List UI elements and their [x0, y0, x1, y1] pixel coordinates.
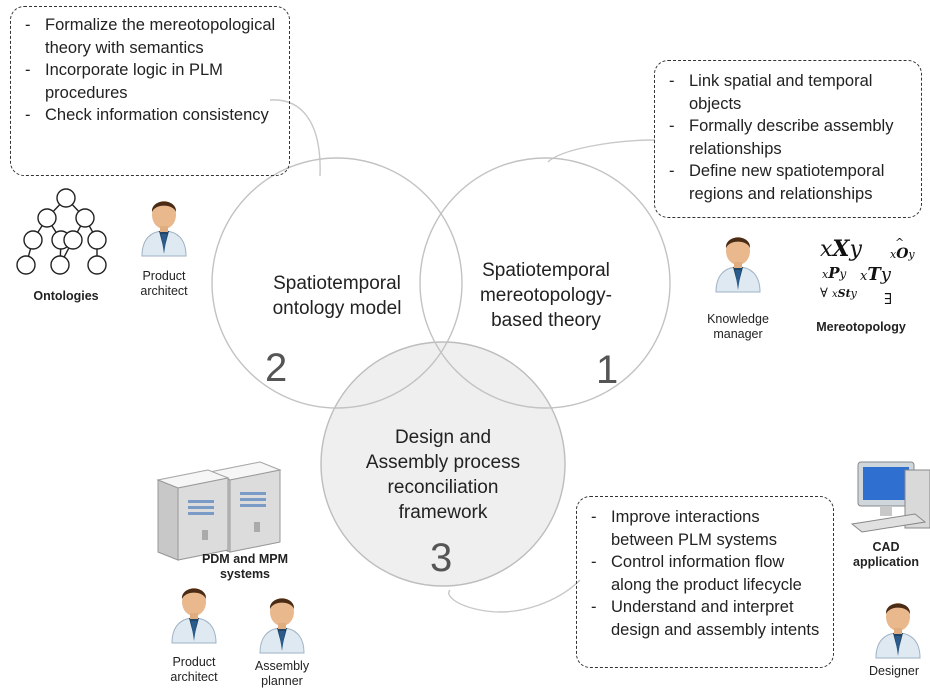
symbol-part: O: [896, 246, 909, 262]
server-front-icon: [157, 469, 229, 561]
symbol-part: y: [908, 248, 915, 261]
label-line: PDM and MPM: [201, 552, 289, 566]
symbol-hat: ^: [895, 236, 905, 249]
symbol-forall-xSty: ∀ xSty: [820, 286, 857, 301]
callout-ontology-item: Check information consistency: [19, 104, 281, 127]
designer-icon: [875, 602, 921, 659]
product-architect-bottom-label: Product architect: [154, 655, 234, 685]
circle-framework: [320, 341, 566, 587]
symbol-part: y: [849, 237, 862, 262]
circle-ontology: [211, 157, 463, 409]
mereotopology-symbols: xXy ^ xOy xPy xTy ∀ xSty ∃: [818, 236, 928, 316]
label-line: architect: [170, 670, 218, 684]
callout-framework: Improve interactions between PLM systems…: [576, 496, 834, 668]
callout-ontology: Formalize the mereotopological theory wi…: [10, 6, 290, 176]
cad-application-label: CAD application: [842, 540, 930, 570]
connector-mereotopology: [547, 139, 656, 163]
symbol-part: y: [850, 287, 857, 300]
label-line: Assembly: [254, 659, 310, 673]
circle-mereotopology-title-line: based theory: [491, 310, 601, 331]
product-architect-top-icon: [141, 200, 187, 257]
label-line: Product: [142, 269, 186, 283]
circle-ontology-number: 2: [265, 346, 288, 390]
pdm-mpm-label: PDM and MPM systems: [180, 552, 310, 582]
circle-framework-title-line: Assembly process: [365, 452, 521, 473]
connector-framework: [448, 579, 581, 613]
circle-ontology-title-line: ontology model: [272, 298, 402, 319]
circle-framework-title-line: Design and: [394, 427, 492, 448]
circle-mereotopology-title-line: mereotopology-: [479, 285, 613, 306]
assembly-planner-icon: [259, 597, 305, 654]
symbol-part: y: [880, 264, 891, 285]
product-architect-bottom-icon: [171, 587, 217, 644]
circle-framework-title-line: framework: [398, 502, 488, 523]
assembly-planner-label: Assembly planner: [242, 659, 322, 689]
label-line: manager: [713, 327, 763, 341]
circle-framework-number: 3: [430, 536, 453, 580]
symbol-part: St: [837, 287, 851, 300]
circle-ontology-title: Spatiotemporal ontology model: [237, 271, 437, 321]
callout-mereotopology-item: Link spatial and temporal objects: [663, 70, 913, 115]
label-line: Knowledge: [707, 312, 769, 326]
ontology-tree-icon: [16, 188, 107, 275]
label-line: architect: [140, 284, 188, 298]
label-line: Product: [172, 655, 216, 669]
symbol-xXy: xXy: [820, 236, 862, 262]
knowledge-manager-label: Knowledge manager: [698, 312, 778, 342]
symbol-part: ∀: [820, 286, 828, 301]
label-line: planner: [261, 674, 303, 688]
circle-mereotopology: [419, 157, 671, 409]
symbol-part: x: [860, 269, 868, 284]
callout-ontology-item: Formalize the mereotopological theory wi…: [19, 14, 281, 59]
circle-framework-title: Design and Assembly process reconciliati…: [343, 425, 543, 525]
label-line: CAD: [872, 540, 900, 554]
callout-framework-item: Understand and interpret design and asse…: [585, 596, 825, 641]
cad-computer-icon: [850, 461, 930, 533]
callout-mereotopology: Link spatial and temporal objects Formal…: [654, 60, 922, 218]
symbol-xPy: xPy: [822, 264, 846, 282]
symbol-part: X: [832, 236, 850, 262]
designer-label: Designer: [868, 664, 920, 678]
circle-mereotopology-number: 1: [596, 348, 619, 392]
callout-framework-item: Improve interactions between PLM systems: [585, 506, 825, 551]
knowledge-manager-icon: [715, 236, 761, 293]
symbol-part: y: [839, 267, 847, 281]
label-line: application: [853, 555, 919, 569]
symbol-part: x: [822, 268, 829, 281]
callout-framework-item: Control information flow along the produ…: [585, 551, 825, 596]
symbol-part: x: [890, 248, 897, 261]
mereotopology-label: Mereotopology: [816, 320, 906, 334]
symbol-part: x: [820, 237, 833, 262]
symbol-exists: ∃: [884, 290, 893, 308]
circle-mereotopology-title: Spatiotemporal mereotopology- based theo…: [446, 258, 646, 333]
product-architect-top-label: Product architect: [124, 269, 204, 299]
symbol-xOy: xOy: [890, 246, 915, 262]
callout-mereotopology-item: Define new spatiotemporal regions and re…: [663, 160, 913, 205]
symbol-part: P: [828, 264, 840, 282]
circle-mereotopology-title-line: Spatiotemporal: [482, 260, 610, 281]
symbol-part: x: [832, 289, 838, 300]
callout-ontology-item: Incorporate logic in PLM procedures: [19, 59, 281, 104]
circle-framework-title-line: reconciliation: [387, 477, 499, 498]
symbol-xTy: xTy: [860, 264, 891, 285]
callout-mereotopology-item: Formally describe assembly relationships: [663, 115, 913, 160]
symbol-part: T: [867, 264, 881, 285]
ontologies-label: Ontologies: [33, 289, 99, 303]
label-line: systems: [219, 567, 271, 581]
circle-ontology-title-line: Spatiotemporal: [273, 273, 401, 294]
